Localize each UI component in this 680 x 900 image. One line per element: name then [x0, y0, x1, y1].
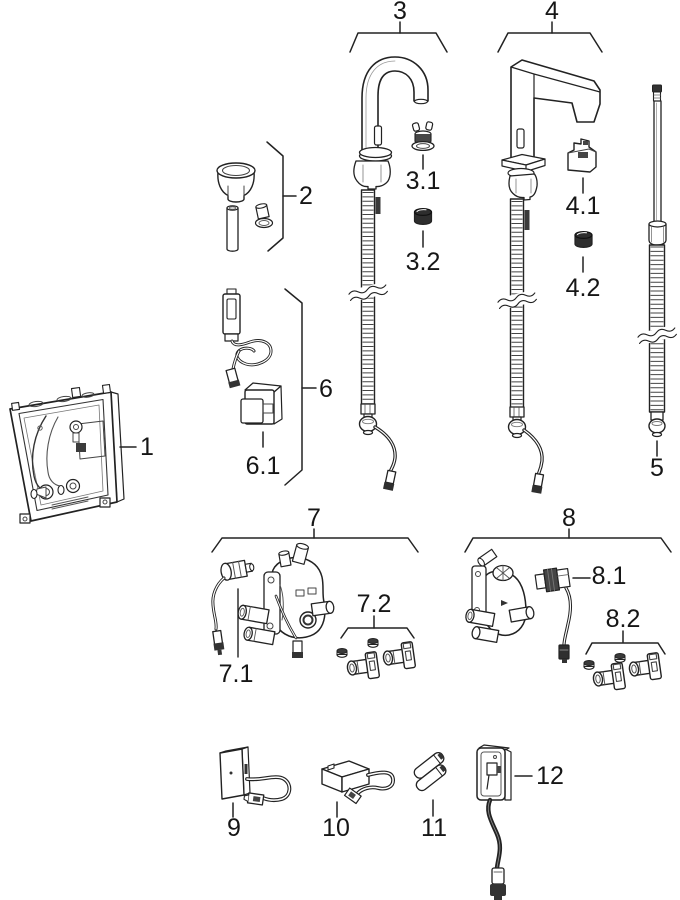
water-connector [627, 651, 663, 684]
mixer-valve-8 [465, 548, 535, 644]
label-4-2: 4.2 [566, 274, 601, 302]
seal-3-2: 3.2 [406, 208, 441, 276]
faucet-curved-spout-group: 3 [346, 0, 448, 491]
fastening-set-group: 2 [216, 141, 313, 252]
label-4: 4 [545, 0, 559, 25]
label-4-1: 4.1 [566, 192, 601, 220]
bracket-8-2 [585, 642, 666, 655]
connection-pipe-group: 5 [635, 84, 679, 482]
clip-4-1: 4.1 [566, 138, 601, 220]
label-3-2: 3.2 [406, 248, 441, 276]
bracket-7-2 [340, 627, 415, 639]
label-3: 3 [393, 0, 407, 25]
label-9: 9 [227, 814, 241, 842]
power-supply-group: 9 [219, 746, 292, 842]
cap-nut [367, 637, 379, 648]
mixer-7-plug [292, 640, 303, 658]
bracket-2 [266, 141, 284, 252]
sensor-window-4 [516, 128, 525, 149]
aerator-3-1: 3.1 [406, 121, 441, 195]
label-1: 1 [140, 433, 154, 461]
bracket-8 [464, 537, 672, 553]
power-plug [243, 792, 265, 806]
module-plug [490, 867, 506, 900]
water-connector [381, 640, 417, 673]
label-6-1: 6.1 [246, 452, 281, 480]
sensor-window [373, 125, 383, 146]
cap-nut [614, 652, 626, 663]
label-8-1: 8.1 [592, 562, 627, 590]
solenoid-7-1: 7.1 [211, 559, 255, 688]
group-8: 8 [464, 504, 672, 694]
faucet-3-plug [383, 469, 397, 491]
sensor-plug [225, 367, 241, 389]
bracket-3 [349, 32, 448, 53]
mixer-valve-7 [237, 542, 335, 658]
bracket-4 [497, 32, 603, 53]
label-5: 5 [650, 454, 664, 482]
label-3-1: 3.1 [406, 167, 441, 195]
cartridge-plug [558, 644, 570, 660]
seal-4-2: 4.2 [566, 231, 601, 302]
label-8: 8 [562, 504, 576, 532]
faucet-4-plug [531, 472, 545, 494]
label-7-2: 7.2 [357, 590, 392, 618]
cap-nut [583, 659, 595, 670]
water-connector [591, 661, 627, 694]
mounting-box-group: 1 [9, 383, 154, 524]
label-11: 11 [421, 814, 447, 842]
sensor-set-group: 6.1 6 [222, 288, 333, 486]
battery-plug [343, 787, 362, 805]
label-8-2: 8.2 [606, 605, 641, 633]
group-7: 7 7.1 [211, 504, 419, 688]
adapter-6-1 [240, 382, 283, 425]
label-6: 6 [319, 375, 333, 403]
label-10: 10 [322, 814, 350, 842]
cap-nut [336, 647, 348, 658]
water-connector [345, 650, 381, 683]
cartridge-8-1: 8.1 [534, 562, 627, 663]
label-7-1: 7.1 [219, 660, 254, 688]
batteries-group: 11 [413, 751, 447, 842]
label-2: 2 [299, 182, 313, 210]
label-7: 7 [307, 504, 321, 532]
control-module-group: 12 [476, 744, 564, 900]
label-12: 12 [536, 762, 564, 790]
faucet-4-hose [495, 198, 545, 494]
square-spout [501, 59, 601, 201]
faucet-square-spout-group: 4 [495, 0, 603, 494]
bracket-7 [211, 537, 419, 553]
bracket-6 [284, 288, 303, 486]
solenoid-plug [212, 629, 225, 656]
curved-spout [353, 56, 429, 190]
battery-pack-group: 10 [321, 760, 395, 842]
faucet-3-hose [346, 189, 397, 491]
